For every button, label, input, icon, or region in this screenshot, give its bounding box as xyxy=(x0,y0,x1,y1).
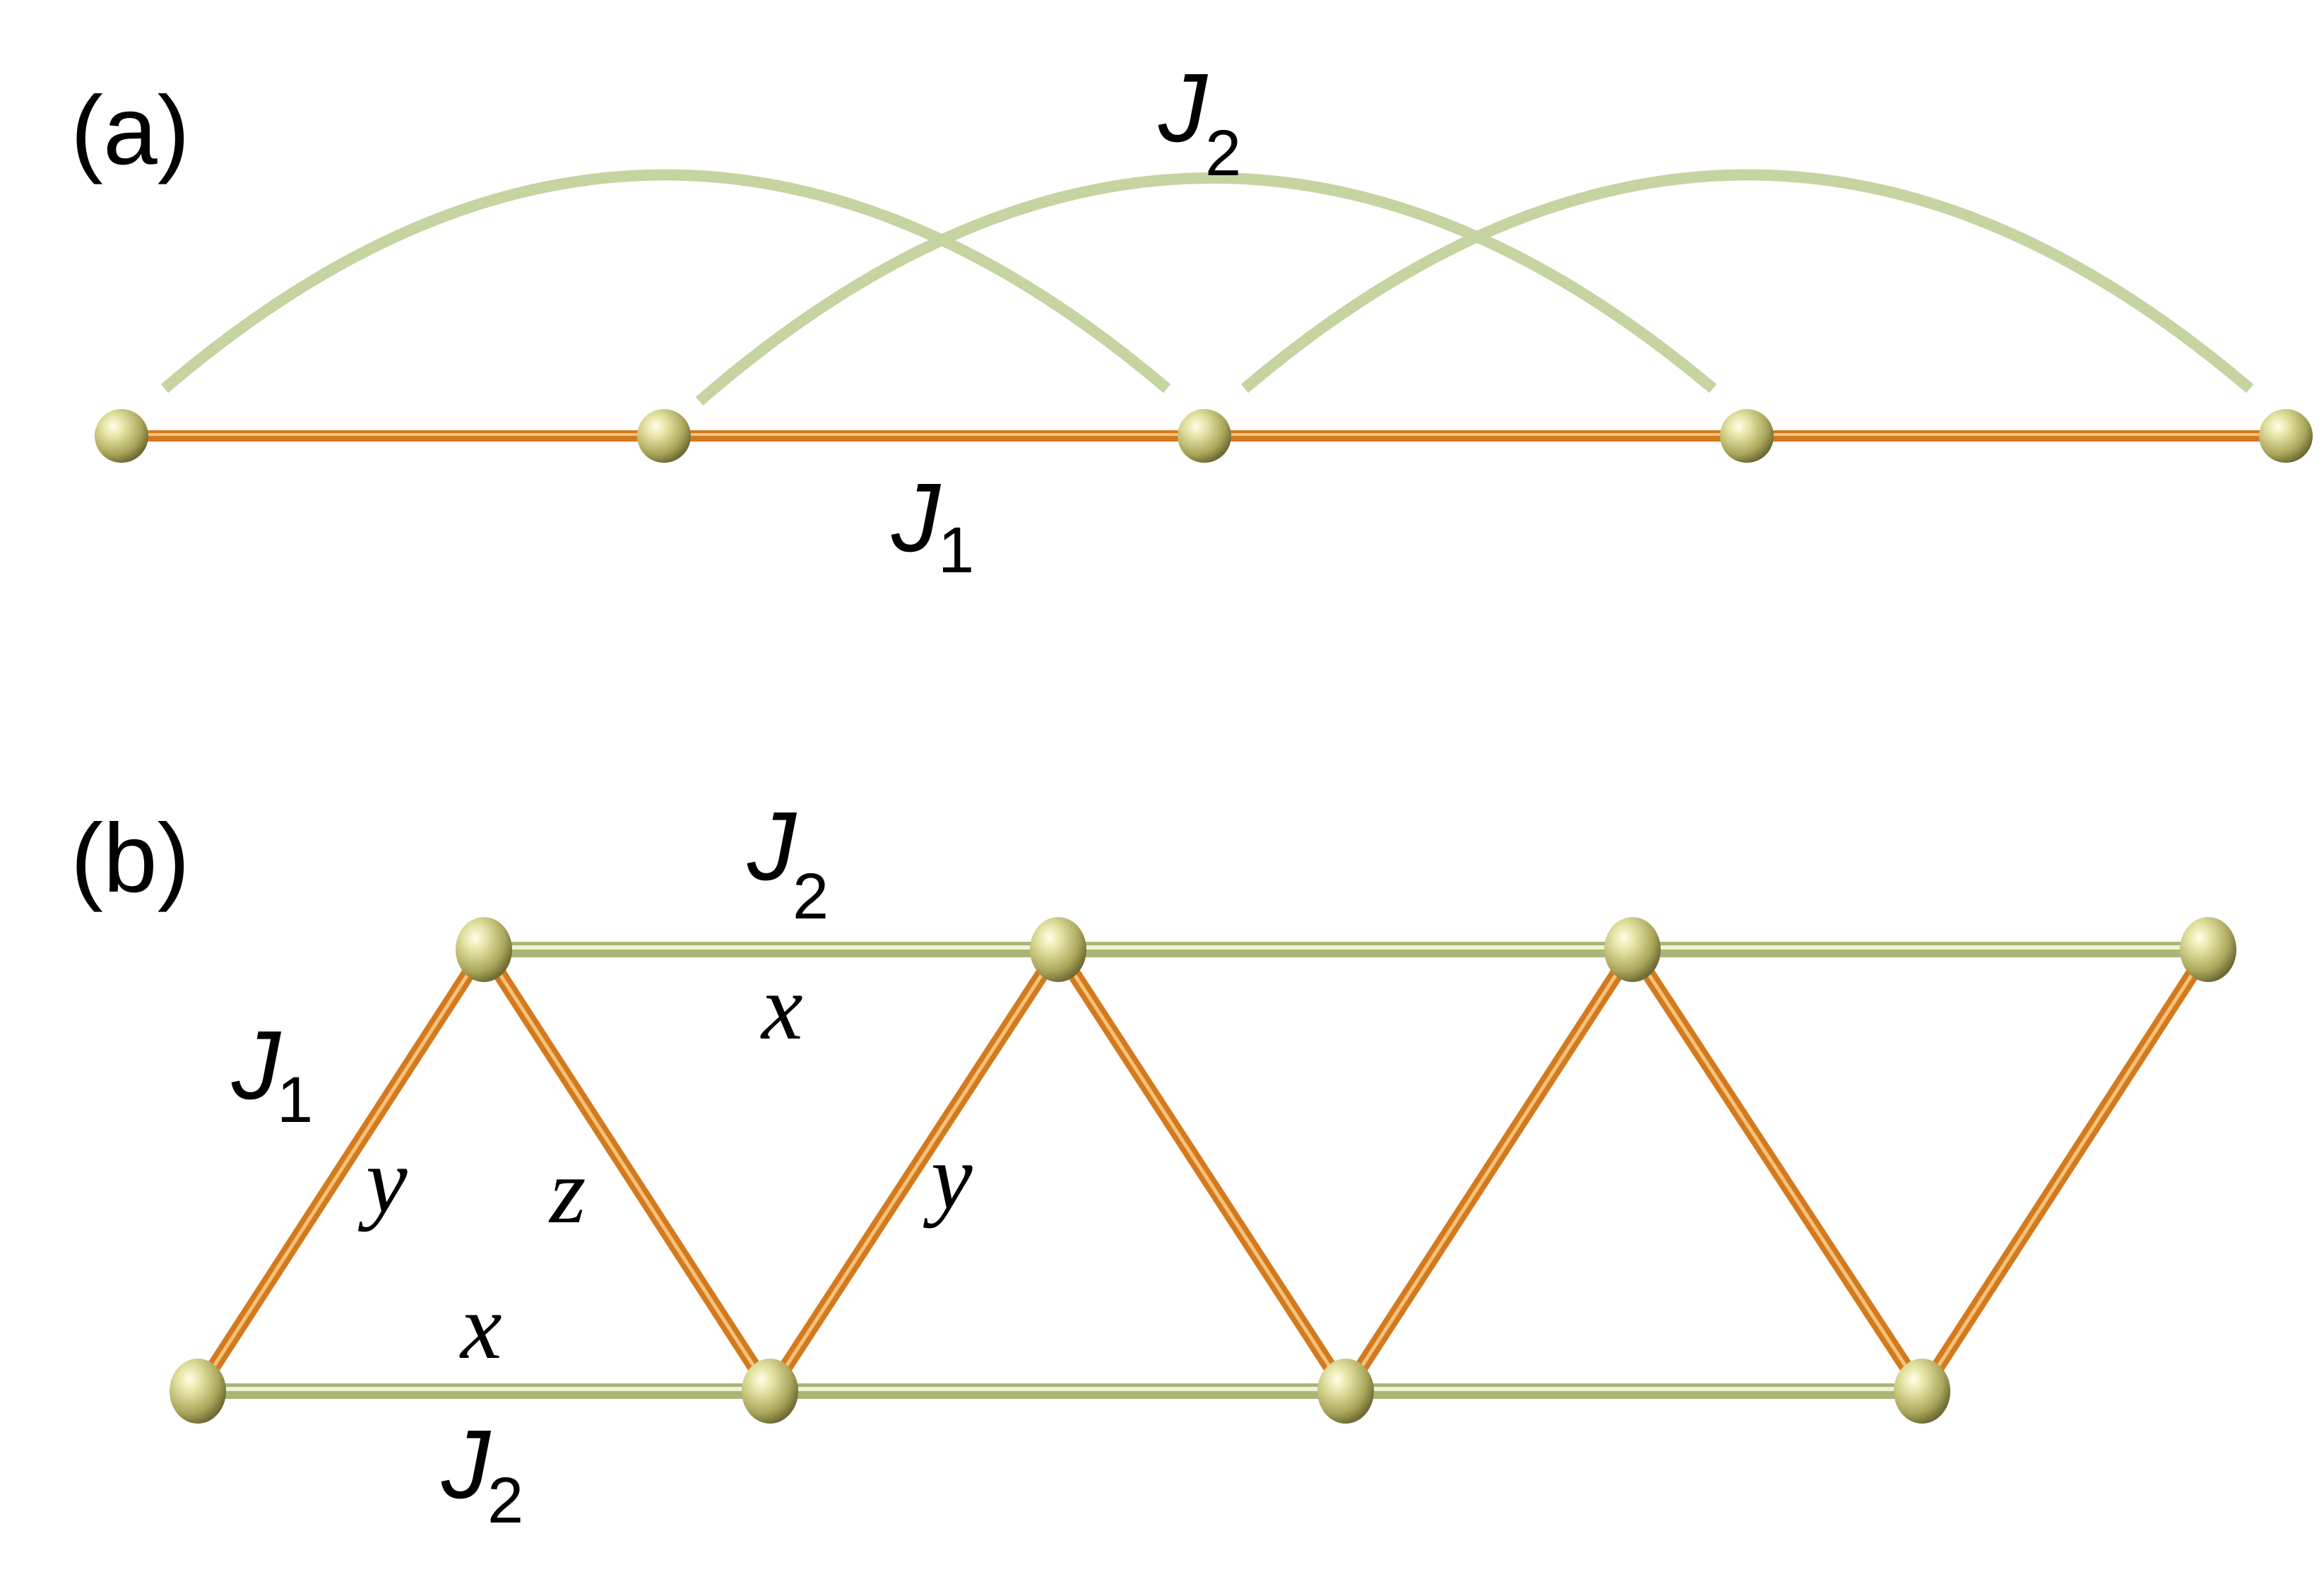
lattice-site xyxy=(2180,917,2236,982)
lattice-site xyxy=(1604,917,1661,982)
panel-b-j2-top-subscript: 2 xyxy=(793,861,829,933)
panel-a-sites xyxy=(95,409,2313,463)
lattice-site xyxy=(456,917,512,982)
panel-b-j1-zigzag xyxy=(191,942,2215,1398)
panel-a-j2-arcs xyxy=(160,169,2254,406)
lattice-site xyxy=(1317,1359,1374,1424)
panel-b-j2-rails xyxy=(198,942,2208,1399)
lattice-site xyxy=(637,409,691,463)
panel-a-label: (a) xyxy=(71,76,190,185)
lattice-site xyxy=(1030,917,1086,982)
lattice-site xyxy=(95,409,148,463)
bond-label-top-x: x xyxy=(760,955,803,1059)
j2-arc xyxy=(160,169,1171,394)
bond-label-left-y: y xyxy=(357,1128,408,1232)
panel-b-j1-subscript: 1 xyxy=(277,1064,313,1136)
lattice-site xyxy=(1178,409,1231,463)
j2-arc xyxy=(1240,169,2254,394)
lattice-site xyxy=(2259,409,2313,463)
panel-b-j2-top-symbol: J xyxy=(747,792,798,901)
panel-b-j2-bottom-symbol: J xyxy=(441,1410,492,1519)
panel-a: (a) J 2 J 1 xyxy=(71,54,2313,586)
panel-a-j2-symbol: J xyxy=(1158,54,1209,162)
panel-b: (b) J 2 J 1 J 2 x xyxy=(71,792,2236,1537)
panel-a-j1-symbol: J xyxy=(891,463,942,572)
panel-b-j1-symbol: J xyxy=(231,1011,282,1120)
j1-zigzag-highlight xyxy=(196,947,2210,1393)
bond-label-left-z: z xyxy=(548,1139,586,1243)
bond-label-middle-y: y xyxy=(923,1125,973,1229)
lattice-site xyxy=(170,1359,226,1424)
j2-arc xyxy=(695,172,1717,406)
lattice-site xyxy=(1720,409,1774,463)
panel-b-j2-bottom-subscript: 2 xyxy=(487,1465,523,1537)
lattice-site xyxy=(1894,1359,1950,1424)
panel-b-label: (b) xyxy=(71,804,190,913)
panel-b-sites xyxy=(170,917,2236,1424)
lattice-site xyxy=(742,1359,798,1424)
panel-a-j2-subscript: 2 xyxy=(1205,117,1241,189)
panel-a-j1-subscript: 1 xyxy=(938,514,974,586)
bond-label-bottom-x: x xyxy=(459,1275,502,1378)
